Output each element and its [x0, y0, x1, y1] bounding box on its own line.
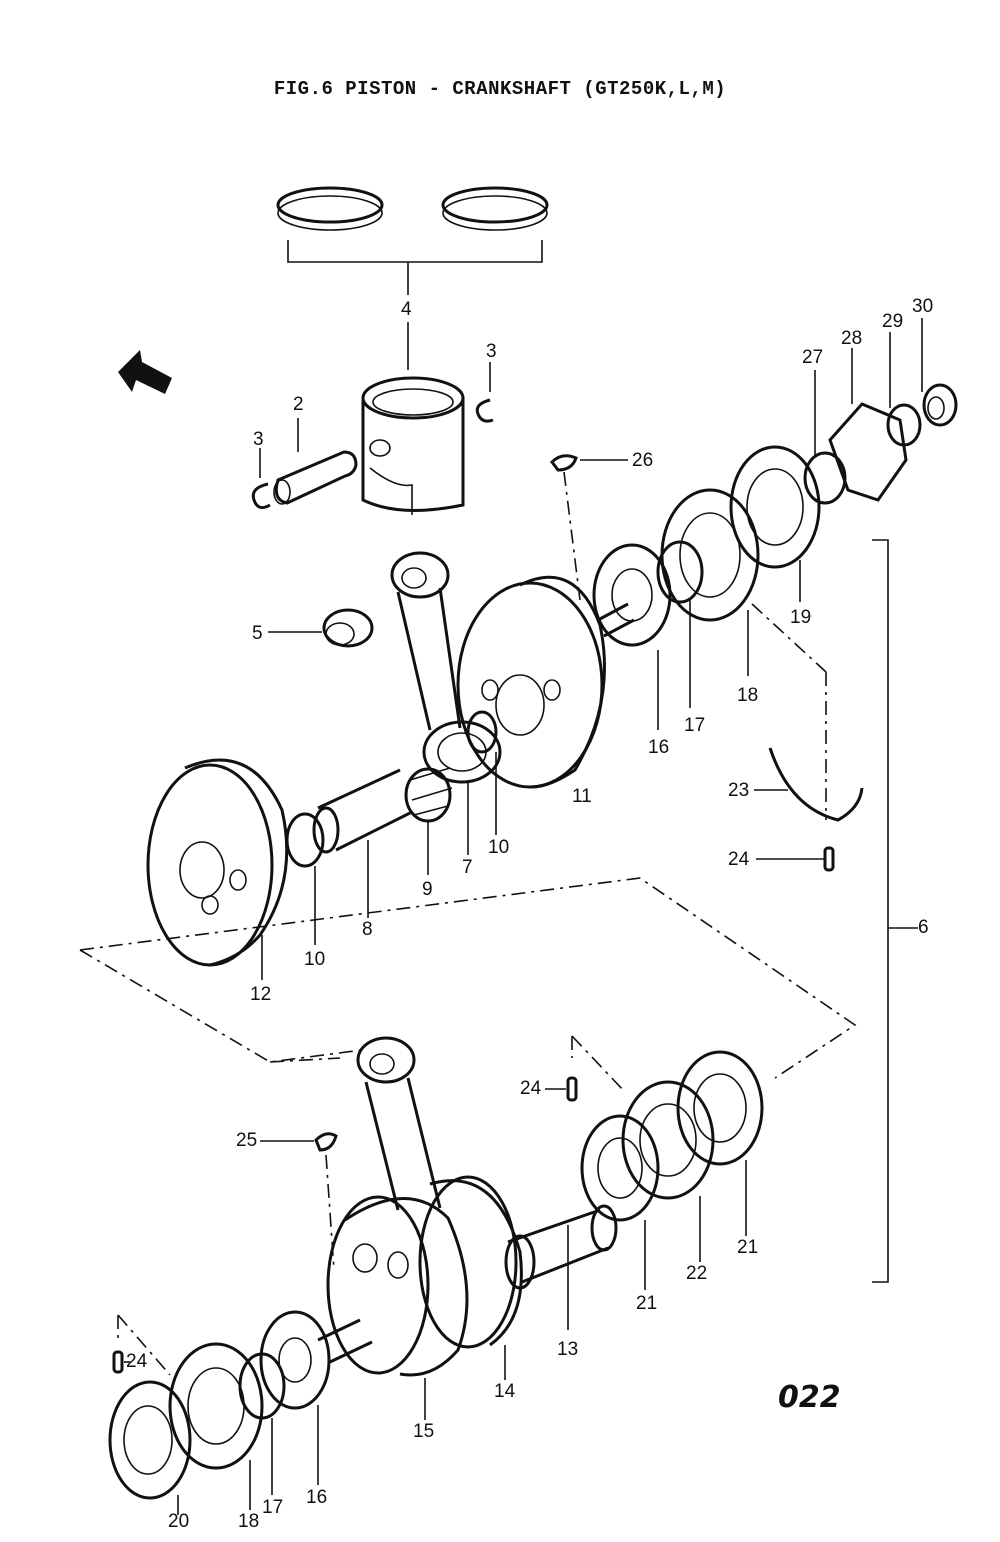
part-label-12: 12 [250, 984, 272, 1005]
crank-web-right [456, 575, 606, 789]
part-label-24: 24 [126, 1351, 148, 1372]
part-label-23: 23 [728, 780, 750, 801]
part-label-4: 4 [401, 299, 412, 320]
piston [361, 376, 465, 515]
figure-title: FIG.6 PISTON - CRANKSHAFT (GT250K,L,M) [273, 78, 727, 100]
part-label-15: 15 [413, 1421, 435, 1442]
connecting-rod-lower [356, 1036, 442, 1211]
part-label-3: 3 [253, 429, 264, 450]
part-label-11: 11 [572, 786, 592, 807]
part-label-26: 26 [632, 450, 654, 471]
part-label-30: 30 [912, 296, 934, 317]
needle-bearing [268, 608, 374, 648]
part-label-17: 17 [684, 715, 706, 736]
crank-web-left [146, 758, 289, 980]
big-end-bearing [404, 767, 469, 875]
lower-crank-assembly [317, 1175, 618, 1420]
part-label-21: 21 [636, 1293, 658, 1314]
piston-pin-circlips [251, 362, 494, 510]
assembly-outline [79, 877, 857, 1079]
part-label-7: 7 [462, 857, 473, 878]
part-label-25: 25 [236, 1130, 258, 1151]
part-label-19: 19 [790, 607, 812, 628]
part-label-13: 13 [557, 1339, 579, 1360]
piston-rings [276, 186, 549, 370]
piston-pin [273, 418, 358, 505]
part-label-5: 5 [252, 623, 263, 644]
thrust-washers [285, 710, 498, 945]
part-label-16: 16 [306, 1487, 328, 1508]
crank-pin [312, 768, 413, 918]
part-label-10: 10 [488, 837, 510, 858]
part-label-14: 14 [494, 1381, 516, 1402]
lower-right-bearings [545, 1035, 764, 1290]
front-arrow-icon [118, 350, 172, 394]
part-label-18: 18 [238, 1511, 260, 1532]
part-label-17: 17 [262, 1497, 284, 1518]
part-label-24: 24 [520, 1078, 542, 1099]
right-shaft-parts [592, 318, 958, 820]
part-label-29: 29 [882, 311, 904, 332]
connecting-rod-upper [390, 551, 502, 784]
part-label-10: 10 [304, 949, 326, 970]
page-number: 022 [778, 1380, 841, 1415]
part-label-28: 28 [841, 328, 863, 349]
part-label-27: 27 [802, 347, 824, 368]
part-label-8: 8 [362, 919, 373, 940]
key-lower [260, 1132, 338, 1271]
part-label-9: 9 [422, 879, 433, 900]
lower-left-parts [108, 1310, 331, 1515]
assembly-bracket [872, 539, 918, 1283]
part-label-22: 22 [686, 1263, 708, 1284]
part-label-6: 6 [918, 917, 929, 938]
part-label-18: 18 [737, 685, 759, 706]
part-label-20: 20 [168, 1511, 190, 1532]
part-label-3: 3 [486, 341, 497, 362]
retainer-ring [754, 747, 864, 872]
part-label-24: 24 [728, 849, 750, 870]
woodruff-key [550, 454, 628, 601]
part-label-2: 2 [293, 394, 304, 415]
part-label-16: 16 [648, 737, 670, 758]
part-label-21: 21 [737, 1237, 759, 1258]
